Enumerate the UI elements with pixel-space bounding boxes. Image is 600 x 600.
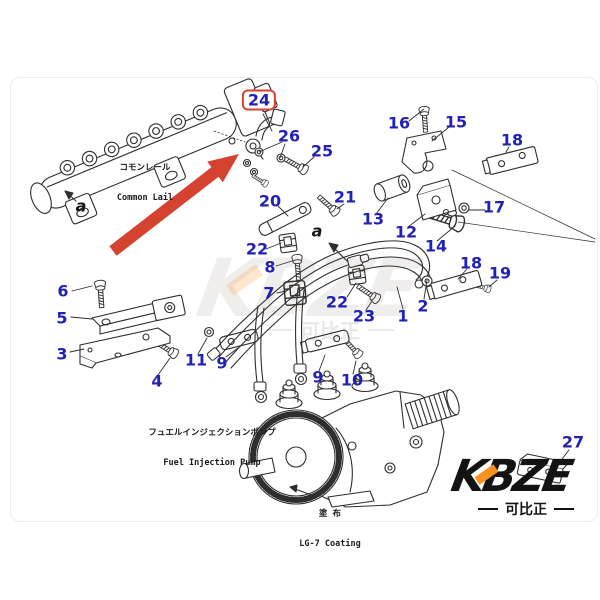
logo-dash-right	[554, 507, 574, 511]
coating-label-jp: 塗 布	[318, 509, 342, 519]
callout-18: 18	[500, 130, 524, 150]
callout-15: 15	[444, 112, 468, 132]
callout-25: 25	[310, 141, 334, 161]
callout-7: 7	[263, 283, 275, 303]
diagram-panel-border	[10, 77, 598, 522]
callout-27: 27	[561, 432, 585, 452]
kbze-logo-text: KBZE	[447, 451, 575, 502]
part-26-washers	[254, 147, 286, 163]
callout-5: 5	[56, 308, 68, 328]
part-3-bracket	[79, 327, 171, 369]
callout-22: 22	[245, 239, 269, 259]
part-18-plate-top	[481, 146, 539, 175]
callout-21: 21	[333, 187, 357, 207]
part-9-clamp-bar-right	[300, 329, 350, 354]
part-1-2-fuel-pipes	[206, 240, 433, 404]
part-fuel-injection-pump	[238, 362, 460, 508]
part-13-spacer	[373, 174, 411, 202]
callout-12: 12	[394, 222, 418, 242]
callout-17: 17	[482, 197, 506, 217]
part-18-plate-right	[425, 270, 483, 300]
part-16-bolt	[418, 105, 432, 133]
callout-20: 20	[258, 191, 282, 211]
callout-16: 16	[387, 113, 411, 133]
callout-1: 1	[397, 306, 409, 326]
view-label-a: a	[311, 221, 323, 241]
part-15-bracket	[401, 130, 447, 174]
part-23-bolt	[354, 281, 383, 306]
callout-8: 8	[264, 257, 276, 277]
coating-arrow	[289, 484, 318, 498]
part-22-clamp-a	[278, 232, 298, 254]
coating-label-en: LG-7 Coating	[299, 539, 361, 549]
part-17-nut	[446, 202, 470, 217]
callout-24: 24	[241, 89, 277, 111]
callout-4: 4	[151, 371, 163, 391]
leader-lines	[69, 108, 596, 473]
part-20-strap	[258, 202, 312, 236]
view-a-arrow-left	[64, 190, 77, 202]
callout-9: 9	[216, 353, 228, 373]
fuel-pump-label: フュエルインジェクションポンプ Fuel Injection Pump	[148, 408, 275, 488]
callout-9: 9	[312, 367, 324, 387]
callout-18: 18	[459, 253, 483, 273]
fuel-pump-label-en: Fuel Injection Pump	[163, 458, 261, 468]
callout-10: 10	[340, 370, 364, 390]
view-a-arrow-center	[328, 242, 348, 262]
highlight-arrow	[109, 154, 240, 256]
part-5-arm	[91, 294, 186, 335]
common-rail-label: コモンレール Common Lail	[117, 143, 173, 223]
callout-11: 11	[184, 350, 208, 370]
common-rail-label-en: Common Lail	[116, 193, 174, 203]
part-11-nut	[203, 326, 215, 338]
callout-26: 26	[277, 126, 301, 146]
common-rail-label-jp: コモンレール	[119, 163, 171, 173]
callout-19: 19	[488, 263, 512, 283]
callout-3: 3	[56, 344, 68, 364]
coating-label: 塗 布 LG-7 Coating	[299, 489, 360, 569]
part-24-banjo-bolt	[250, 172, 270, 189]
callout-6: 6	[57, 281, 69, 301]
part-6-bolt	[93, 279, 108, 309]
callout-2: 2	[417, 296, 429, 316]
kbze-logo-subtext: 可比正	[505, 502, 547, 518]
logo-dash-left	[478, 507, 498, 511]
callout-13: 13	[361, 209, 385, 229]
callout-22: 22	[325, 292, 349, 312]
view-label-a: a	[75, 196, 87, 216]
kbze-logo: KBZE 可比正	[448, 451, 600, 519]
callout-14: 14	[424, 236, 448, 256]
callout-23: 23	[352, 306, 376, 326]
part-12-bracket	[416, 178, 457, 221]
part-27-plate	[516, 453, 570, 484]
fuel-pump-label-jp: フュエルインジェクションポンプ	[148, 428, 276, 438]
kbze-logo-subtext-row: 可比正	[466, 499, 586, 519]
